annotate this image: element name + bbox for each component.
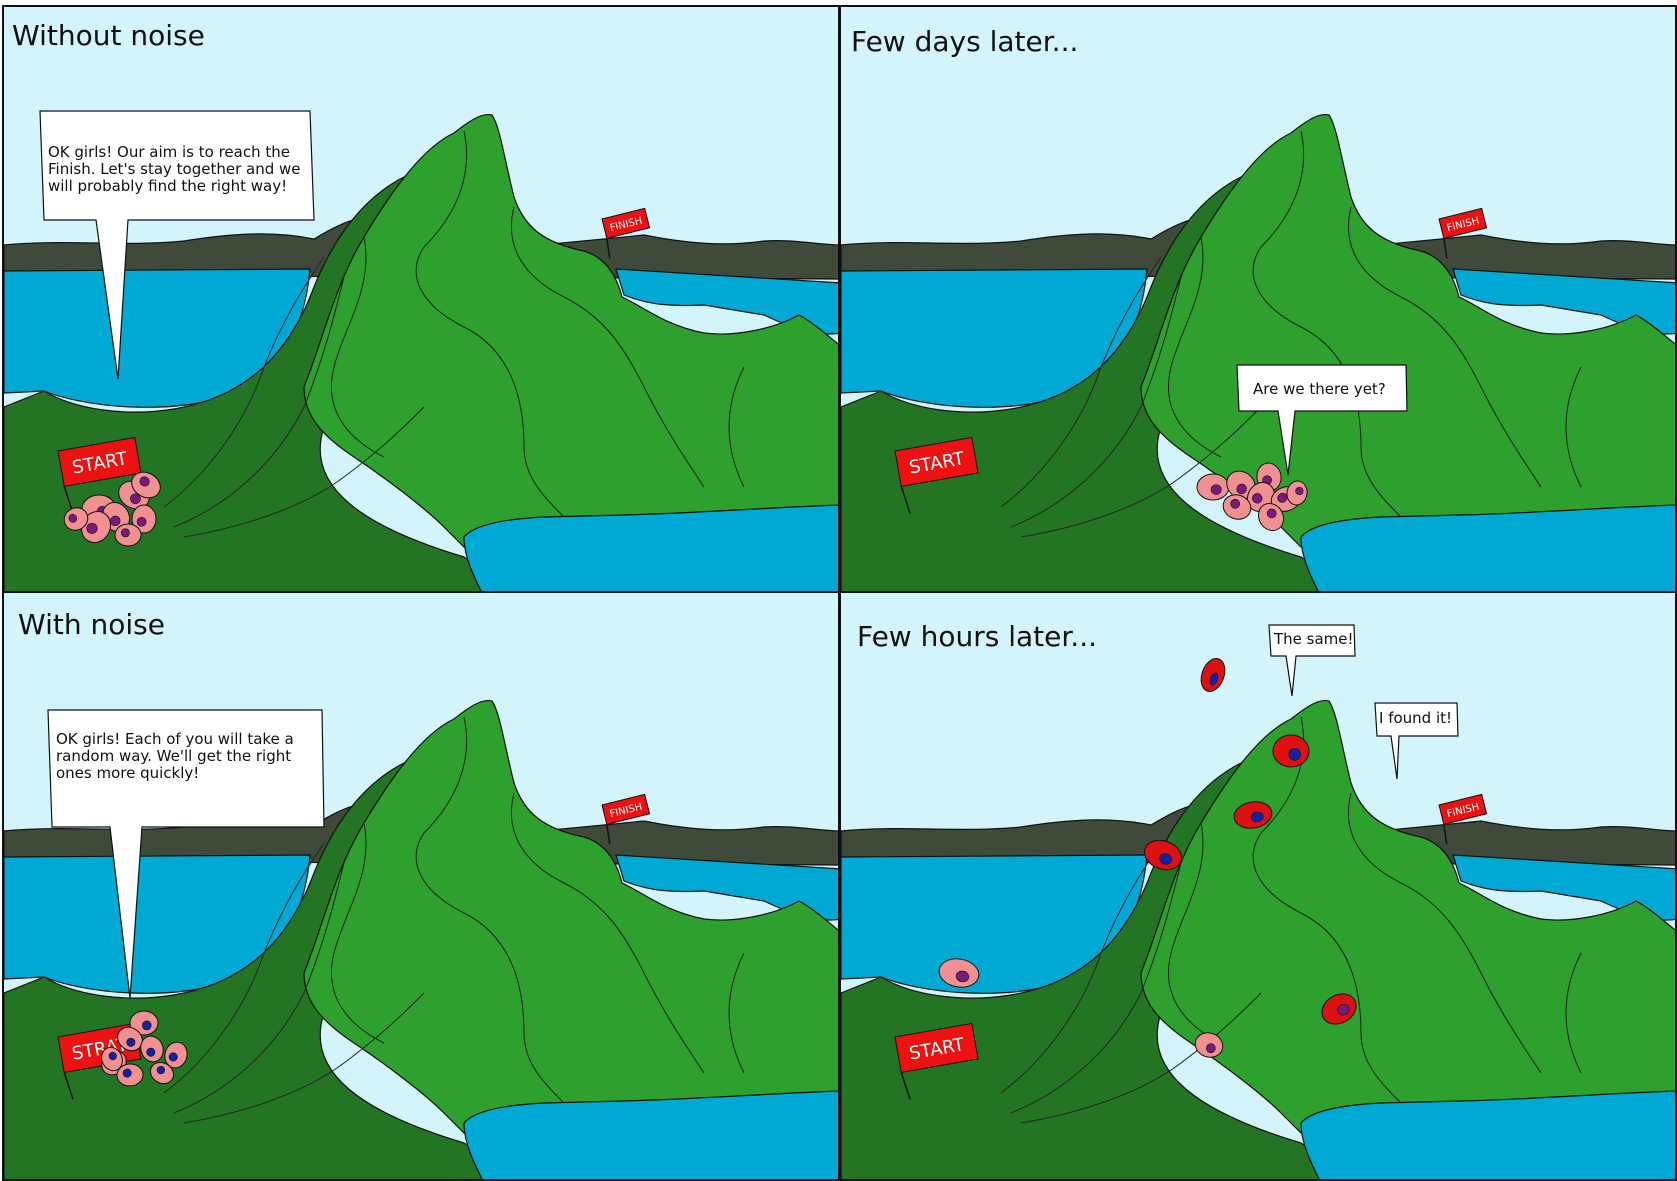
- ridge-line-3: [728, 366, 745, 488]
- ridge-line-3: [1565, 952, 1582, 1074]
- right-lake: [615, 854, 838, 921]
- ridge-line-1: [510, 792, 705, 1074]
- speech-bubble-text: Are we there yet?: [1253, 380, 1386, 398]
- ridge-line-2: [1167, 236, 1222, 458]
- ridge-line-0: [415, 130, 565, 518]
- ridge-line-6: [1020, 992, 1262, 1124]
- ridge-line-1: [1347, 792, 1542, 1074]
- bottom-lake: [1300, 1090, 1675, 1179]
- comic-panel-without-noise: START FINISH Without noise OK girls! Our …: [2, 5, 840, 595]
- speech-bubble-text-found: I found it!: [1379, 709, 1453, 727]
- right-lake: [1452, 268, 1675, 335]
- comic-panel-few-hours-later: START FINISH Few hours later... The same!…: [839, 591, 1677, 1181]
- finish-flag: FINISH: [1438, 793, 1488, 845]
- ridge-line-1: [1347, 206, 1542, 488]
- start-flag: START: [57, 436, 142, 514]
- ridge-line-2: [330, 822, 385, 1044]
- ridge-line-5: [173, 276, 345, 528]
- panel-caption: Few days later...: [851, 25, 1079, 58]
- finish-flag: FINISH: [601, 207, 651, 259]
- comic-panel-few-days-later: START FINISH Few days later... Are we the…: [839, 5, 1677, 595]
- landscape-scene: START FINISH: [841, 7, 1675, 593]
- ridge-line-3: [1565, 366, 1582, 488]
- distant-mountains: [841, 218, 1675, 280]
- panel-caption: Without noise: [12, 19, 205, 52]
- right-lake: [615, 268, 838, 335]
- right-lake: [1452, 854, 1675, 921]
- speech-bubble-text: OK girls! Our aim is to reach the Finish…: [48, 143, 301, 195]
- ridge-line-5: [1010, 862, 1182, 1114]
- ridge-line-3: [728, 952, 745, 1074]
- ridge-line-0: [1252, 716, 1402, 1104]
- ridge-line-4: [1000, 842, 1162, 1094]
- panel-caption: Few hours later...: [857, 620, 1098, 653]
- finish-flag: FINISH: [1438, 207, 1488, 259]
- landscape-scene: START FINISH: [4, 7, 838, 593]
- bottom-lake: [463, 1090, 838, 1179]
- speech-bubble-text: OK girls! Each of you will take a random…: [56, 730, 294, 782]
- landscape-scene: START FINISH: [841, 593, 1675, 1179]
- ridge-line-0: [415, 716, 565, 1104]
- start-flag: START: [894, 436, 979, 514]
- bottom-lake: [463, 504, 838, 593]
- ridge-line-2: [330, 236, 385, 458]
- ridge-line-5: [1010, 276, 1182, 528]
- finish-flag: FINISH: [601, 793, 651, 845]
- ridge-line-6: [183, 406, 425, 538]
- ridge-line-4: [1000, 256, 1162, 508]
- distant-mountains: [841, 804, 1675, 866]
- ridge-line-2: [1167, 822, 1222, 1044]
- panel-caption: With noise: [18, 608, 165, 641]
- ridge-line-6: [183, 992, 425, 1124]
- ridge-line-1: [510, 206, 705, 488]
- speech-bubble-text-same: The same!: [1274, 630, 1354, 648]
- bottom-lake: [1300, 504, 1675, 593]
- start-flag: START: [894, 1022, 979, 1100]
